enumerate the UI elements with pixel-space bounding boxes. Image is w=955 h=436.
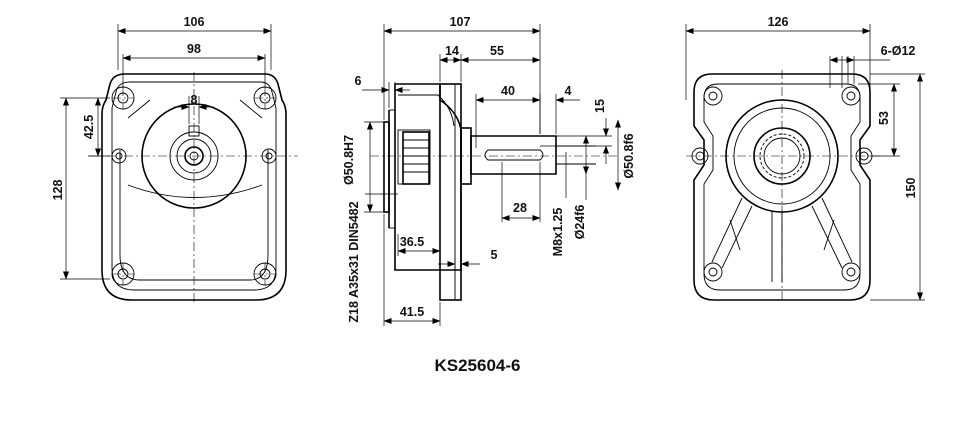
front-height-overall: 128 bbox=[51, 180, 65, 201]
rear-holes-spec: 6-Ø12 bbox=[881, 44, 916, 58]
rear-offset: 53 bbox=[877, 111, 891, 125]
side-view bbox=[370, 83, 620, 301]
front-width-overall: 106 bbox=[184, 15, 205, 29]
side-key-length: 28 bbox=[513, 201, 527, 215]
rear-dimensions: 126 6-Ø12 53 150 bbox=[685, 15, 925, 301]
rear-height-overall: 150 bbox=[904, 178, 918, 199]
side-shaft-dia: Ø24f6 bbox=[573, 205, 587, 240]
front-dimensions: 106 98 128 42.5 8 bbox=[51, 15, 272, 280]
side-thread-offset: 4 bbox=[565, 84, 572, 98]
side-pilot-offset: 6 bbox=[355, 74, 362, 88]
rear-housing-outline bbox=[693, 73, 871, 301]
side-depth-bottom: 41.5 bbox=[400, 305, 424, 319]
side-flange-step: 5 bbox=[491, 248, 498, 262]
front-small-dim: 8 bbox=[191, 93, 198, 107]
front-width-holes: 98 bbox=[187, 42, 201, 56]
front-housing-outline bbox=[101, 73, 287, 301]
front-view bbox=[90, 72, 298, 305]
side-key-width: 15 bbox=[593, 99, 607, 113]
side-thread-spec: M8x1.25 bbox=[551, 208, 565, 257]
part-number-caption: KS25604-6 bbox=[434, 356, 521, 375]
side-pilot-dia: Ø50.8f6 bbox=[622, 133, 636, 178]
side-body-depth: 36.5 bbox=[400, 235, 424, 249]
side-flange-thickness: 14 bbox=[445, 44, 459, 58]
side-thread-length: 40 bbox=[501, 84, 515, 98]
rear-view bbox=[686, 70, 880, 301]
side-bore-dia: Ø50.8H7 bbox=[342, 135, 356, 185]
side-shaft-length: 55 bbox=[490, 44, 504, 58]
side-length-overall: 107 bbox=[450, 15, 471, 29]
rear-width-overall: 126 bbox=[768, 15, 789, 29]
side-spline-spec: Z18 A35x31 DIN5482 bbox=[347, 201, 361, 322]
front-height-offset: 42.5 bbox=[82, 115, 96, 139]
side-dimensions: 107 14 55 6 40 4 15 Ø50.8f6 28 bbox=[342, 15, 636, 326]
